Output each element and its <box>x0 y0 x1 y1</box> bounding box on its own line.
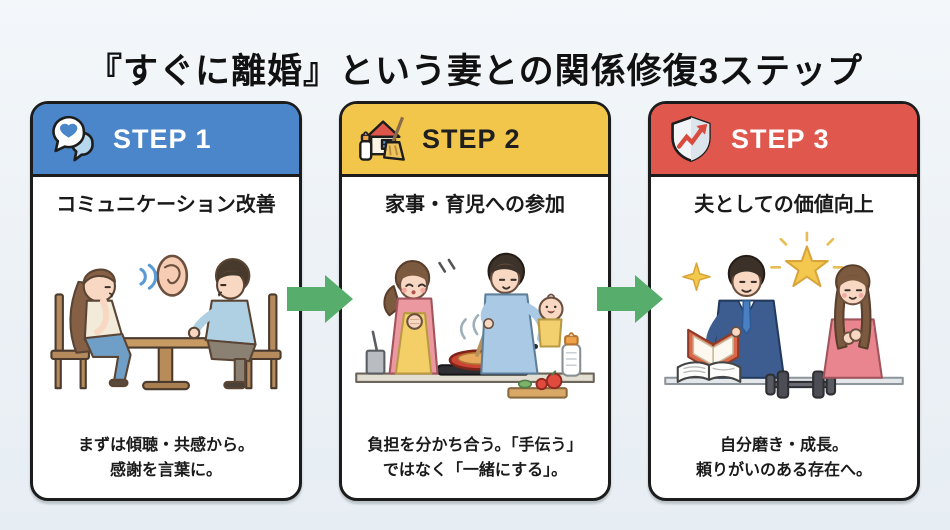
open-book <box>676 361 742 383</box>
step-3-caption: 自分磨き・成長。 頼りがいのある存在へ。 <box>695 437 872 480</box>
step-1-caption: まずは傾聴・共感から。 感謝を言葉に。 <box>77 437 254 480</box>
steam <box>472 313 480 336</box>
step-3-badge: STEP 3 <box>731 123 830 154</box>
step-card-3: STEP 3 夫としての価値向上 <box>648 101 920 501</box>
father-cooking-illustration <box>342 217 608 432</box>
wooden-table <box>114 337 218 391</box>
arrow-step1-to-step2-icon <box>287 272 353 326</box>
sparkle-icon <box>682 262 711 292</box>
steam <box>459 318 467 340</box>
step-3-header: STEP 3 <box>651 104 917 177</box>
step-2-caption: 負担を分かち合う。「手伝う」 ではなく「一緒にする」。 <box>367 437 583 480</box>
steps-row: STEP 1 コミュニケーション改善 <box>30 101 920 501</box>
excitement-marks <box>438 258 456 273</box>
star-icon <box>770 231 844 288</box>
baby-bottle <box>561 332 582 377</box>
mother-figure <box>383 258 456 375</box>
father-figure <box>480 252 548 375</box>
house-bottle-broom-icon <box>356 113 408 165</box>
shield-growth-arrow-icon <box>665 113 717 165</box>
step-1-badge: STEP 1 <box>113 123 212 154</box>
arrow-step2-to-step3-icon <box>597 272 663 326</box>
step-1-header: STEP 1 <box>33 104 299 177</box>
dumbbell <box>765 370 837 399</box>
husband-figure <box>187 257 257 390</box>
husband-growth-illustration <box>651 217 917 432</box>
utensil-cup <box>365 330 386 375</box>
wife-figure <box>69 268 132 388</box>
step-2-heading: 家事・育児への参加 <box>385 194 565 216</box>
page-title: 『すぐに離婚』という妻との関係修復3ステップ <box>86 52 864 92</box>
wife-figure <box>822 264 883 379</box>
couple-talking-illustration <box>33 217 299 432</box>
listening-ear-icon <box>139 254 189 297</box>
step-card-1: STEP 1 コミュニケーション改善 <box>30 101 302 501</box>
baby-figure <box>537 293 564 348</box>
step-card-2: STEP 2 家事・育児への参加 <box>339 101 611 501</box>
step-2-header: STEP 2 <box>342 104 608 177</box>
cutting-board-vegetables <box>507 370 568 399</box>
step-1-heading: コミュニケーション改善 <box>56 194 276 216</box>
speech-bubbles-heart-icon <box>47 113 99 165</box>
step-3-heading: 夫としての価値向上 <box>694 194 874 216</box>
step-2-badge: STEP 2 <box>422 123 521 154</box>
